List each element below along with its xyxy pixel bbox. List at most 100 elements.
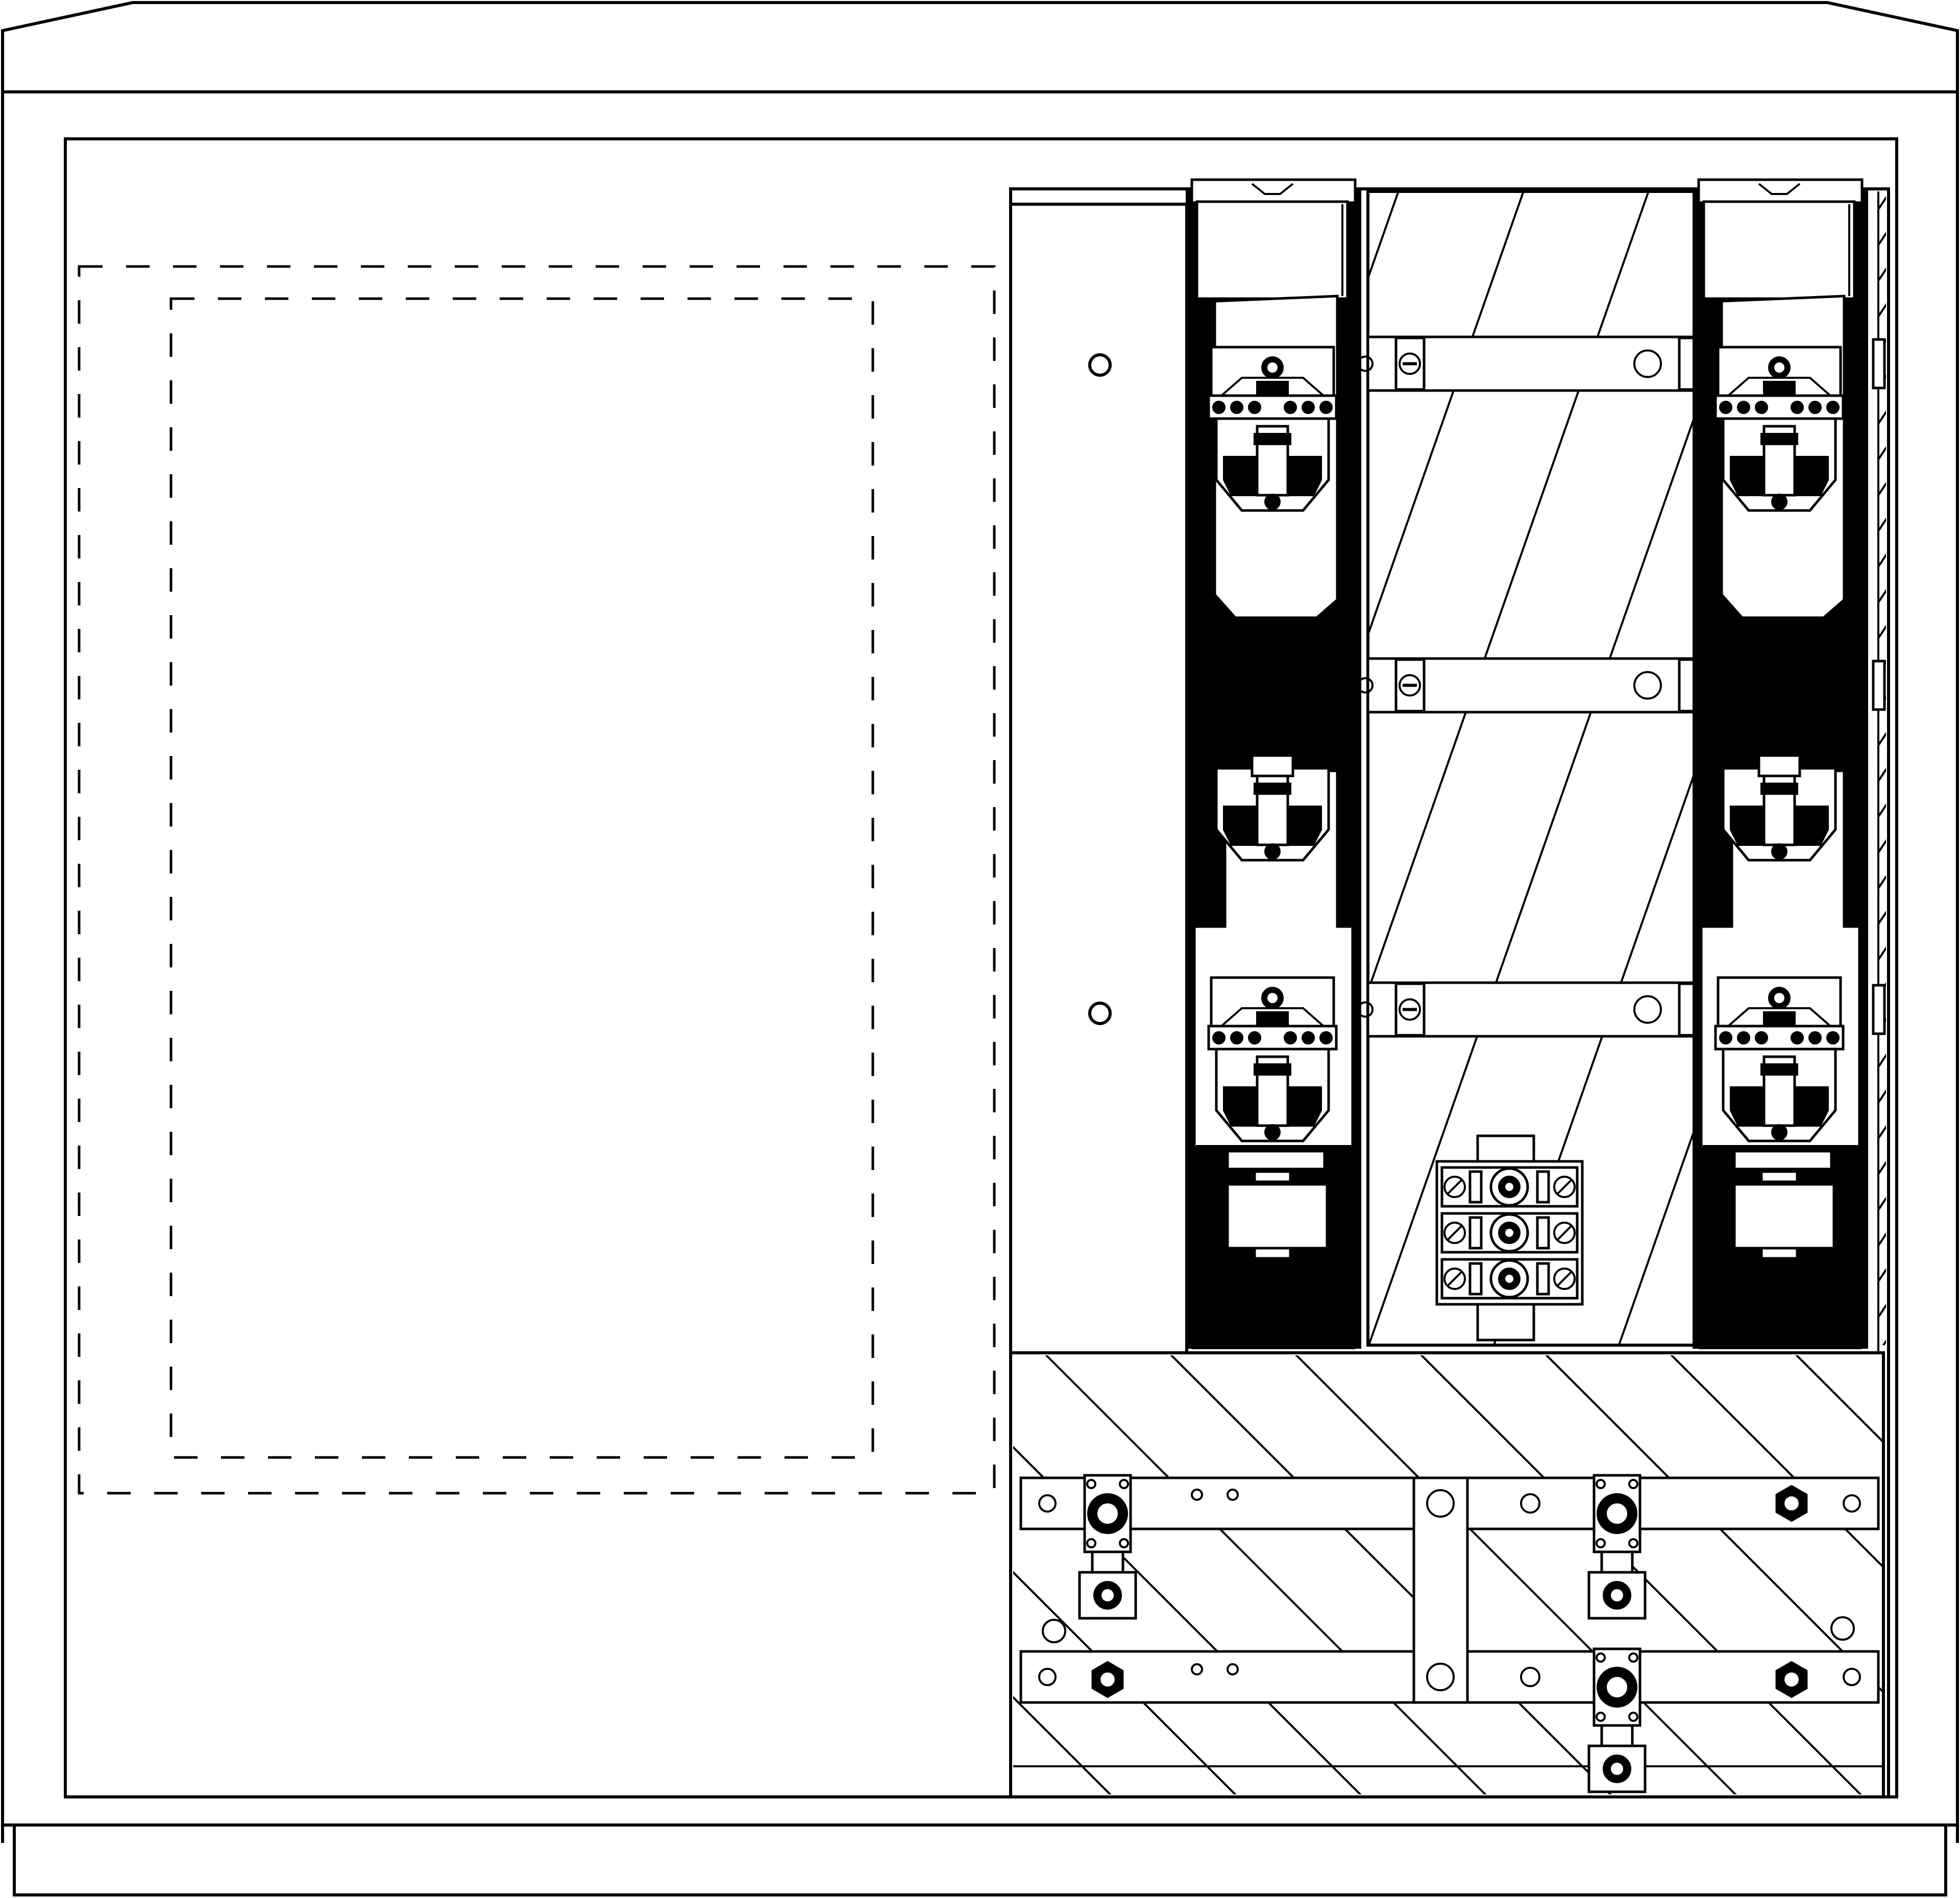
terminal-separator [1536,1170,1550,1204]
hatch-line [544,1353,993,1802]
terminal-separator [1536,1262,1550,1296]
clamp-jaw [1730,1086,1765,1127]
busbar-end-right [1872,660,1886,711]
clamp-wing [1220,1007,1325,1027]
connector-screw [1605,1675,1629,1699]
hatch-line [1878,732,1886,746]
clamp-jaw [1730,456,1765,496]
hatch-line [1919,1353,1960,1802]
hatch-line [1878,1303,1886,1318]
hatch-line [1878,1232,1886,1247]
hatch-line [1878,624,1886,639]
plinth [13,1825,1947,1896]
hatch-line [419,1353,868,1802]
connector-rivet [1596,1652,1606,1663]
connector-rivet [1596,1538,1606,1548]
clamp-dot [1319,1031,1333,1044]
connector-rivet [1596,1712,1606,1722]
terminal-screw-core [1505,1183,1513,1191]
connector-rivet [1596,1479,1606,1489]
hatch-line [1878,767,1886,782]
fuse-cap-notch [1758,183,1801,195]
busbar-end [1678,982,1696,1037]
hatch-line [1013,1571,1237,1794]
clamp-screw [1399,352,1421,375]
hatch-line [618,184,1026,1348]
connector-rivet [1086,1538,1096,1548]
hatch-line [1295,1355,1737,1794]
clamp-dot [1808,1031,1822,1044]
terminal-clamp-screw [1443,1222,1466,1244]
clamp-dot [1755,1031,1768,1044]
hidden-outline-inner [169,297,874,1459]
busbar-hole [1633,671,1662,700]
busbar-end-right [1872,984,1886,1035]
terminal-screw-core [1505,1229,1513,1237]
terminal-clamp-slot [1447,1225,1463,1241]
bar-hole [1520,1667,1540,1687]
clamp-dot [1212,401,1226,414]
hatch-line [1878,1053,1886,1068]
hatch-line [1492,770,1695,1345]
busbars [1357,335,1886,1038]
terminal-clamp-screw [1553,1268,1576,1290]
fuse-tab [1251,754,1294,777]
hatch-line [1878,803,1886,818]
clamp-dot [1737,401,1750,414]
clamp-bolt-core [1267,362,1278,373]
clamp-dot [1719,401,1732,414]
clamp-dot [1212,1031,1226,1044]
clamp-rail [1714,1025,1845,1051]
hatch-line [1878,553,1886,568]
hatch-line [1878,410,1886,425]
connector-screw [1095,1501,1120,1526]
clamp-dot [1319,401,1333,414]
bar-link-hole [1426,1663,1455,1691]
clamp-jaw [1287,806,1322,846]
clamp-post-cap [1760,783,1798,795]
clamp-dot [1737,1031,1750,1044]
terminal-tab [1253,1247,1292,1260]
terminal-tab [1760,1247,1799,1260]
clamp-jaw [1223,806,1258,846]
terminal-window [1733,1183,1835,1250]
enclosure-door-frame [64,137,1898,1798]
hatch-line [1545,1355,1883,1694]
clamp-screw [1264,494,1281,510]
clamp-dot [1302,401,1315,414]
clamp-dot [1791,1031,1804,1044]
hatch-line [1045,1355,1487,1794]
bar-hole [1843,1668,1861,1686]
clamp-dot [1808,401,1822,414]
hatch-line [1878,1125,1886,1139]
terminal-block-bottom-tab [1476,1303,1535,1342]
connector-rivet [1086,1479,1096,1489]
hatch-line [1795,1355,1883,1444]
hatch-line [743,184,1151,1348]
clamp-wing [1220,377,1325,397]
clamp-dot [1248,1031,1261,1044]
clamp-rail [1714,394,1845,420]
busbar-end [1678,336,1696,391]
terminal-clamp-screw [1443,1176,1466,1198]
clamp-dot [1284,1031,1297,1044]
terminal-clamp-screw [1553,1222,1576,1244]
clamp-jaw [1794,1086,1829,1127]
lower-section-border [1009,1351,1885,1798]
clamp-jaw [1287,1086,1322,1127]
clamp-bolt-core [1774,993,1784,1003]
clamp-jaw [1287,456,1322,496]
terminal-clamp-slot [1447,1271,1463,1287]
terminal-tab [1760,1170,1799,1183]
clamp-lock [1763,1011,1796,1026]
clamp-post-cap [1254,433,1291,445]
hatch-line [1878,231,1886,246]
busbar-hole [1633,995,1662,1024]
clamp-dot [1791,401,1804,414]
hatch-line [1013,1696,1112,1794]
hex-nut-core [1099,1671,1116,1688]
clamp-dot [1230,401,1243,414]
hatch-line [168,1353,618,1802]
